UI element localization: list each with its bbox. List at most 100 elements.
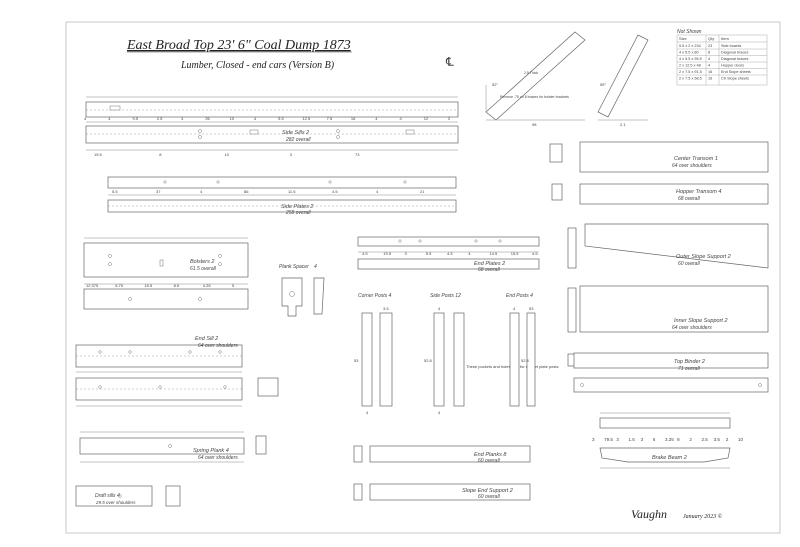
side-sill-dim: 8 [159, 152, 162, 157]
end-dim-3: 52.8 [521, 358, 530, 363]
drawing-date: January 2023 © [683, 513, 723, 520]
not-shown-cell: 4 [708, 64, 710, 68]
side-sill-dim: 10 [230, 116, 235, 121]
not-shown-cell: 2 x 12.5 x 48 [679, 64, 701, 68]
brace-thick-note: 2.5 Thick [524, 71, 538, 75]
end-plate-dim: 4.5 [362, 251, 368, 256]
bolster-dim: 4.25 [203, 283, 212, 288]
part-side-posts: Side Posts 12 4 52.8 4 These pockets and… [424, 293, 559, 415]
side-plates-sub: 258 overall [285, 210, 311, 216]
end-sill-sub: 64 over shoulders [198, 343, 238, 349]
end-plate-dim: 19.5 [383, 251, 392, 256]
center-transom-name: Center Transom 1 [674, 156, 718, 162]
brace-angle-1: 52° [492, 82, 498, 87]
not-shown-heading: Not Shown [677, 29, 702, 35]
draft-sills-sub: 29.5 over shoulders [95, 500, 136, 505]
not-shown-cell: 23 [708, 44, 712, 48]
bolster-dim: 12.375 [86, 283, 99, 288]
side-sill-dim: 7.5 [327, 116, 333, 121]
end-plate-dim: 15.5 [511, 251, 520, 256]
brake-beam-dim: 1.5 [629, 437, 636, 442]
spring-plank-sub: 64 over shoulders [198, 455, 238, 461]
end-plate-dim: 4.5 [447, 251, 453, 256]
side-sill-dim: 2 [448, 116, 451, 121]
brake-beam-dim: 2.5 [702, 437, 709, 442]
side-plates-name: Side Plates 2 [281, 204, 313, 210]
brake-beam-dim: 3 [641, 437, 644, 442]
corner-posts-name: Corner Posts 4 [358, 293, 392, 299]
plank-spacer-name: Plank Spacer [279, 264, 309, 270]
bolster-dim: 6.75 [115, 283, 124, 288]
side-plate-dim: 11.5 [288, 189, 296, 194]
outer-slope-sub: 60 overall [678, 261, 701, 267]
brake-beam-dim: 79.5 [604, 437, 613, 442]
end-plates-name: End Plates 2 [474, 261, 505, 267]
top-binder-name: Top Binder 2 [674, 359, 705, 365]
side-sill-dim: 4 [108, 116, 111, 121]
centerline-symbol: ℄ [445, 55, 454, 69]
end-dim-1: 4 [513, 306, 516, 311]
side-sill-dim: 2.5 [157, 116, 163, 121]
side-sill-dim: 5.5 [278, 116, 284, 121]
brake-beam-dim: 6 [653, 437, 656, 442]
part-slope-end-support: Slope End Support 2 60 overall [353, 483, 531, 501]
part-hopper-transom: Hopper Transom 4 68 overall [551, 183, 769, 205]
diagonal-brace-short: 55° 2.1 [597, 34, 649, 127]
diagonal-brace-long: 52° 2.5 Thick Remove .75 on 8 braces for… [485, 31, 586, 127]
end-planks-name: End Planks 8 [474, 452, 507, 458]
part-end-planks: End Planks 8 60 overall [353, 445, 531, 464]
side-plate-dim: 4 [200, 189, 203, 194]
not-shown-cell: Ctr Slope sheets [721, 77, 749, 81]
inner-slope-sub: 64 over shoulders [672, 325, 712, 331]
not-shown-cell: Hopper doors [721, 64, 744, 68]
signature: Vaughn [631, 507, 667, 521]
brake-beam-dim: 3 [592, 437, 595, 442]
brake-beam-dim: 10 [738, 437, 744, 442]
side-sill-dim: 4 [84, 116, 87, 121]
part-spring-plank: Spring Plank 4 64 over shoulders [79, 431, 267, 463]
center-transom-sub: 64 over shoulders [672, 163, 712, 169]
end-plate-dim: 5.5 [426, 251, 432, 256]
col-item: Item [721, 36, 729, 41]
brace-length-1: 98 [532, 122, 537, 127]
brace-remove-note: Remove .75 on 8 braces for bolster brack… [500, 95, 569, 99]
side-sill-dim: 12.5 [302, 116, 311, 121]
slope-end-sub: 60 overall [478, 494, 501, 500]
side-plate-dim: 4.5 [332, 189, 338, 194]
plank-spacer-qty: 4 [314, 264, 317, 270]
drawing-subtitle: Lumber, Closed - end cars (Version B) [180, 60, 335, 71]
not-shown-cell: 16 [708, 70, 712, 74]
end-plate-dim: 14.5 [490, 251, 499, 256]
end-plates-sub: 68 overall [478, 267, 501, 273]
bolster-dim: 15.5 [144, 283, 153, 288]
side-sill-dim: 73 [355, 152, 360, 157]
side-dim-1: 4 [438, 306, 441, 311]
top-binder-sub: 71 overall [678, 366, 701, 372]
part-outer-slope-support: Outer Slope Support 2 60 overall [567, 223, 769, 269]
side-sills-name: Side Sills 2 [282, 130, 309, 136]
side-sill-dim: 3 [290, 152, 293, 157]
side-sill-dim: 10 [225, 152, 230, 157]
brake-beam-dim: 2 [689, 437, 692, 442]
brake-beam-dim: 3.5 [714, 437, 721, 442]
side-plate-dim: 37 [156, 189, 161, 194]
end-posts-name: End Posts 4 [506, 293, 533, 299]
side-sill-dim: 16 [351, 116, 356, 121]
not-shown-cell: 4 x 5.5 x 95.5 [679, 57, 702, 61]
brace-length-2: 2.1 [620, 122, 626, 127]
bolsters-sub: 61.5 overall [190, 266, 217, 272]
side-sill-dim: 26 [205, 116, 210, 121]
side-sill-dim: 15.5 [94, 152, 103, 157]
part-end-posts: End Posts 4 4 53 52.8 [506, 293, 536, 407]
not-shown-cell: 16 [708, 77, 712, 81]
not-shown-cell: 4 x 5.5 x 80 [679, 51, 699, 55]
spring-plank-name: Spring Plank 4 [193, 448, 229, 454]
brake-beam-name: Brake Beam 2 [652, 455, 687, 461]
bolster-dim: 5 [232, 283, 235, 288]
corner-dim-2: 53 [354, 358, 359, 363]
